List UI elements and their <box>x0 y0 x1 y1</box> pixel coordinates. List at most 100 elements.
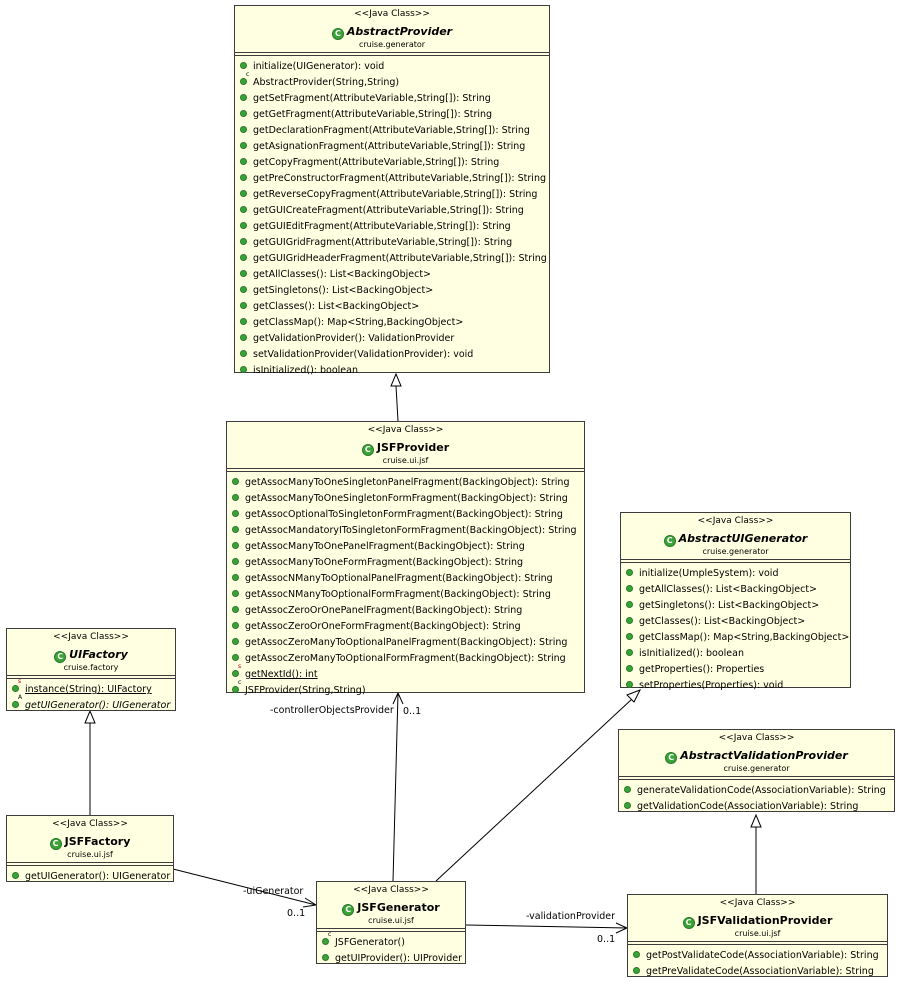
method-row: setProperties(Properties): void <box>621 678 850 694</box>
public-method-icon <box>240 142 247 149</box>
method-signature: getAllClasses(): List<BackingObject> <box>253 269 432 280</box>
method-row: setValidationProvider(ValidationProvider… <box>235 347 549 363</box>
method-row: getGetFragment(AttributeVariable,String[… <box>235 107 549 123</box>
class-name: JSFProvider <box>376 441 450 454</box>
method-signature: getAllClasses(): List<BackingObject> <box>639 584 818 595</box>
public-method-icon <box>232 558 239 565</box>
method-signature: getAssocNManyToOptionalFormFragment(Back… <box>245 589 551 600</box>
method-row: getAsignationFragment(AttributeVariable,… <box>235 139 549 155</box>
assoc-arrowhead-jsfprovider <box>392 691 404 705</box>
method-signature: getClasses(): List<BackingObject> <box>639 616 806 627</box>
method-signature: getClassMap(): Map<String,BackingObject> <box>253 317 464 328</box>
constructor-icon <box>322 932 331 945</box>
method-signature: getUIGenerator(): UIGenerator <box>25 700 171 711</box>
method-signature: getPreValidateCode(AssociationVariable):… <box>646 966 874 977</box>
method-row: getClassMap(): Map<String,BackingObject> <box>621 630 850 646</box>
method-signature: getPreConstructorFragment(AttributeVaria… <box>253 173 546 184</box>
package-label: cruise.generator <box>723 764 790 773</box>
attributes-compartment <box>235 53 549 56</box>
attributes-compartment <box>619 777 894 780</box>
method-signature: JSFProvider(String,String) <box>245 685 366 696</box>
method-signature: getAssocManyToOneFormFragment(BackingObj… <box>245 557 524 568</box>
role-validation-provider: -validationProvider <box>526 911 616 922</box>
method-row: getValidationProvider(): ValidationProvi… <box>235 331 549 347</box>
method-row: getAssocNManyToOptionalFormFragment(Back… <box>227 587 584 603</box>
public-method-icon <box>240 62 247 69</box>
method-row: getAssocManyToOneFormFragment(BackingObj… <box>227 555 584 571</box>
public-method-icon <box>240 222 247 229</box>
public-method-icon <box>240 334 247 341</box>
stereotype-label: <<Java Class>> <box>367 425 444 435</box>
class-name: AbstractValidationProvider <box>680 749 848 762</box>
method-signature: getUIProvider(): UIProvider <box>335 953 462 964</box>
method-row: instance(String): UIFactory <box>7 679 175 698</box>
class-name: JSFGenerator <box>357 901 440 914</box>
public-method-icon <box>240 286 247 293</box>
public-method-icon <box>240 206 247 213</box>
method-signature: getUIGenerator(): UIGenerator <box>25 871 171 882</box>
inherit-arrowhead-abstractvalidation <box>750 813 762 828</box>
class-name: JSFValidationProvider <box>697 914 833 927</box>
public-method-icon <box>232 606 239 613</box>
role-controller-objects-provider: -controllerObjectsProvider <box>270 705 394 716</box>
static-method-icon <box>232 664 241 677</box>
public-method-icon <box>240 190 247 197</box>
public-method-icon <box>12 872 19 879</box>
role-ui-generator: -uiGenerator <box>243 886 304 897</box>
method-row: getAllClasses(): List<BackingObject> <box>621 582 850 598</box>
public-method-icon <box>240 302 247 309</box>
abstract-class-icon: C <box>331 28 344 40</box>
methods-compartment: getUIGenerator(): UIGenerator <box>7 866 173 885</box>
public-method-icon <box>322 954 329 961</box>
method-signature: isInitialized(): boolean <box>639 648 744 659</box>
method-signature: getAssocOptionalToSingletonFormFragment(… <box>245 509 563 520</box>
abstract-class-icon: C <box>54 651 67 663</box>
public-method-icon <box>633 951 640 958</box>
stereotype-label: <<Java Class>> <box>697 516 774 526</box>
public-method-icon <box>232 494 239 501</box>
methods-compartment: getAssocManyToOneSingletonPanelFragment(… <box>227 472 584 699</box>
method-signature: getAssocZeroOrOnePanelFragment(BackingOb… <box>245 605 523 616</box>
static-method-icon <box>12 679 21 692</box>
public-method-icon <box>240 126 247 133</box>
public-method-icon <box>232 574 239 581</box>
method-row: getClassMap(): Map<String,BackingObject> <box>235 315 549 331</box>
method-signature: getSetFragment(AttributeVariable,String[… <box>253 93 491 104</box>
method-row: getSingletons(): List<BackingObject> <box>621 598 850 614</box>
package-label: cruise.ui.jsf <box>67 850 113 859</box>
multiplicity-ui-generator: 0..1 <box>287 908 306 919</box>
methods-compartment: JSFGenerator()getUIProvider(): UIProvide… <box>317 932 465 967</box>
attributes-compartment <box>628 942 887 945</box>
method-row: getNextId(): int <box>227 664 584 683</box>
method-signature: getAssocZeroManyToOptionalPanelFragment(… <box>245 637 568 648</box>
method-row: getProperties(): Properties <box>621 662 850 678</box>
method-row: getGUIEditFragment(AttributeVariable,Str… <box>235 219 549 235</box>
method-signature: getValidationProvider(): ValidationProvi… <box>253 333 455 344</box>
method-signature: AbstractProvider(String,String) <box>253 77 400 88</box>
method-row: initialize(UIGenerator): void <box>235 59 549 75</box>
method-signature: getClassMap(): Map<String,BackingObject> <box>639 632 850 643</box>
method-row: getAssocNManyToOptionalPanelFragment(Bac… <box>227 571 584 587</box>
method-row: getValidationCode(AssociationVariable): … <box>619 799 894 815</box>
multiplicity-validation: 0..1 <box>597 934 616 945</box>
method-signature: getClasses(): List<BackingObject> <box>253 301 420 312</box>
method-signature: getGUIEditFragment(AttributeVariable,Str… <box>253 221 511 232</box>
class-name: UIFactory <box>69 648 128 661</box>
method-signature: getNextId(): int <box>245 669 318 680</box>
method-row: isInitialized(): boolean <box>235 363 549 379</box>
method-row: getPreConstructorFragment(AttributeVaria… <box>235 171 549 187</box>
